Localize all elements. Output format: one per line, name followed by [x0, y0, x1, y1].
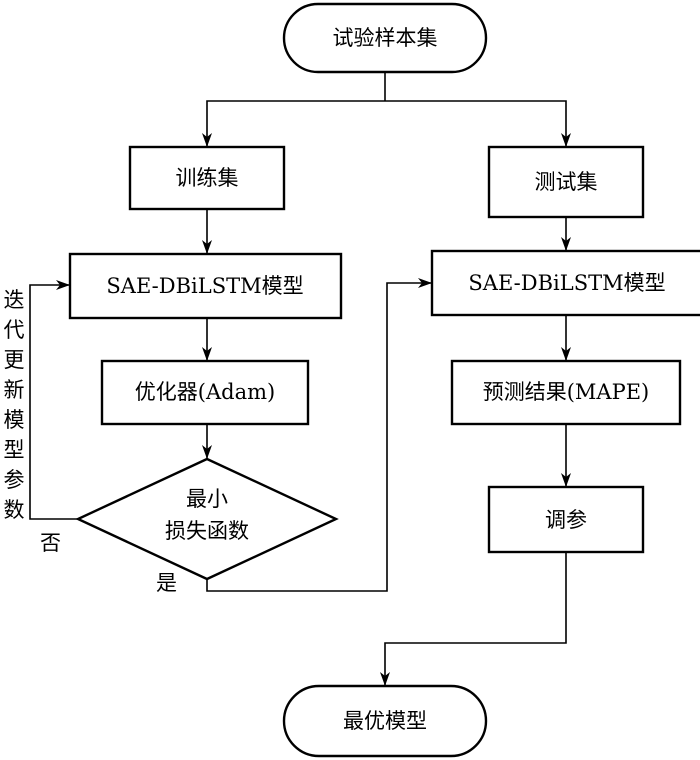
model-train-label: SAE-DBiLSTM模型: [106, 274, 303, 298]
edge-decision-loop-no: [29, 280, 78, 520]
test-set-label: 测试集: [535, 170, 598, 194]
end-node-label: 最优模型: [343, 709, 427, 733]
start-node: 试验样本集: [282, 2, 488, 74]
tuning-node: 调参: [487, 485, 645, 554]
model-test-label: SAE-DBiLSTM模型: [468, 271, 665, 295]
edge-label-no: 否: [40, 531, 61, 555]
train-set-node: 训练集: [128, 145, 286, 211]
model-test-node: SAE-DBiLSTM模型: [430, 249, 700, 317]
optimizer-label: 优化器(Adam): [135, 380, 275, 404]
model-train-node: SAE-DBiLSTM模型: [68, 252, 343, 320]
train-set-label: 训练集: [176, 166, 239, 190]
edge-split-test: [385, 100, 571, 147]
edge-tuning-end: [380, 552, 567, 686]
end-node: 最优模型: [282, 684, 488, 758]
optimizer-node: 优化器(Adam): [100, 359, 310, 426]
loop-label-char: 模: [4, 408, 25, 432]
start-node-label: 试验样本集: [333, 26, 438, 50]
loop-label-char: 迭: [4, 288, 25, 312]
edge-split-train: [202, 100, 385, 147]
loop-label-char: 数: [4, 498, 25, 522]
edge-label-yes: 是: [156, 571, 177, 595]
decision-label-line2: 损失函数: [165, 519, 249, 543]
loop-label-char: 代: [4, 318, 25, 342]
tuning-label: 调参: [545, 508, 587, 532]
loop-label-char: 参: [4, 468, 25, 492]
loop-label-char: 型: [4, 438, 25, 462]
test-set-node: 测试集: [487, 145, 645, 219]
decision-label-line1: 最小: [186, 487, 228, 511]
edge-decision-yes: [206, 278, 432, 592]
decision-node: 最小 损失函数: [75, 457, 339, 581]
loop-label-char: 新: [4, 378, 25, 402]
loop-label: 迭 代 更 新 模 型 参 数: [4, 288, 25, 522]
edges: [29, 72, 571, 686]
prediction-node: 预测结果(MAPE): [450, 359, 682, 426]
loop-label-char: 更: [4, 348, 25, 372]
prediction-label: 预测结果(MAPE): [483, 380, 650, 404]
